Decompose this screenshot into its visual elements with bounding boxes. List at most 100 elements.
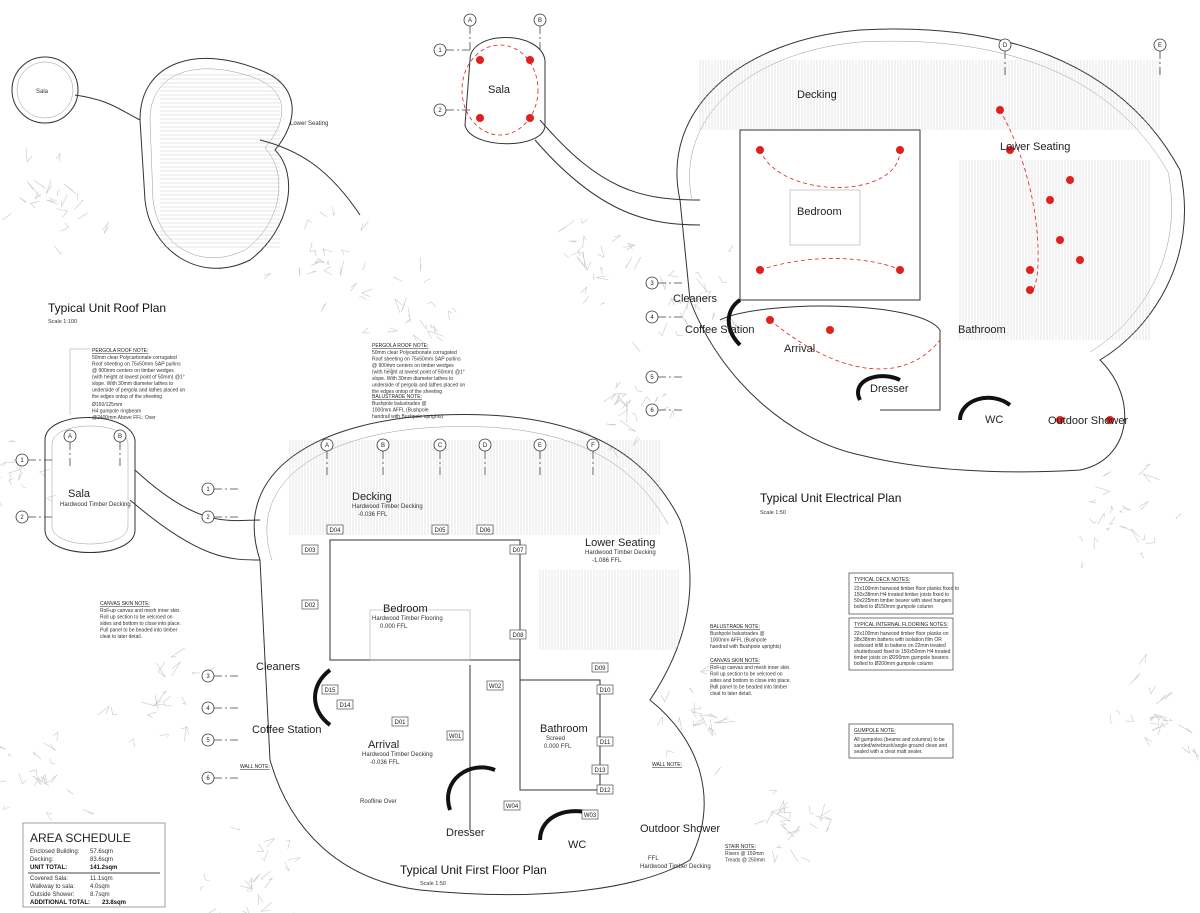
pergola-note-heading: PERGOLA ROOF NOTE: (92, 348, 148, 354)
light-fixture-icon (1026, 266, 1034, 274)
note-line: Bushpole balustrades @ (372, 401, 427, 407)
ff-room-cleaners: Cleaners (256, 661, 301, 673)
ff-room-outdoor-shower: Outdoor Shower (640, 823, 720, 835)
grid-label: 2 (20, 515, 24, 521)
grid-label: 1 (438, 48, 442, 54)
door-tag (321, 684, 339, 695)
grid-bubble (478, 438, 492, 452)
note-line: Bushpole balustrades @ (710, 631, 765, 637)
ff-sala-floor: Hardwood Timber Decking (60, 502, 131, 508)
decking-hatch (699, 60, 1160, 340)
grid-label: 4 (206, 706, 210, 712)
note-line: (with height at lowest point of 50mm) @1… (92, 375, 185, 381)
door-tag-label: D14 (339, 703, 351, 709)
note-line: Roll-up canvas and mesh inner skin. (100, 608, 181, 614)
note-line: underside of pergola and lathes placed o… (372, 383, 465, 389)
deck-notes-box (848, 572, 954, 615)
elec-room-coffee-station: Coffee Station (685, 324, 755, 336)
door-tag-label: D15 (324, 688, 336, 694)
note-line: Roof sheeting on 75x50mm SAP purlins (92, 362, 181, 368)
stair-note-heading: STAIR NOTE: (725, 844, 756, 850)
door-tag-label: D07 (512, 548, 524, 554)
electrical-fixtures (461, 44, 1114, 424)
roof-sala-label: Sala (36, 89, 49, 95)
grid-label: 3 (650, 281, 654, 287)
ff-room-bedroom: Bedroom (383, 603, 428, 615)
grid-bubble (201, 510, 215, 524)
light-fixture-icon (1006, 146, 1014, 154)
grid-label: 1 (20, 458, 24, 464)
additional-total-label: ADDITIONAL TOTAL: (30, 900, 90, 906)
note-line: 38x38mm battens with isolation film OR (854, 637, 942, 643)
note-line: Roll up section to be velcroed on (710, 672, 783, 678)
window-tag-label: W03 (584, 813, 597, 819)
ff-bathroom-floor: Screed (546, 736, 565, 742)
window-tag (486, 680, 504, 691)
note-line: underside of pergola and lathes placed o… (92, 388, 185, 394)
area-row-label: Covered Sala: (30, 876, 68, 882)
note-line: @2400mm Above FFL: Over (92, 415, 156, 421)
ff-sala-outline (44, 417, 136, 553)
area-row-value: 4.0sqm (90, 884, 110, 890)
pergola-roof-note-2: PERGOLA ROOF NOTE: 50mm clear Polycarbon… (372, 343, 465, 420)
electrical-plan-title: Typical Unit Electrical Plan (760, 491, 901, 505)
area-row-value: 11.1sqm (90, 876, 113, 882)
grid-label: D (1003, 43, 1008, 49)
note-line: isoboard infill to battens on 22mm treat… (854, 643, 946, 649)
grid-label: B (118, 434, 122, 440)
grid-label: A (325, 443, 329, 449)
light-fixture-icon (1066, 176, 1074, 184)
note-line: 22x100mm harwood timber floor planks on (854, 631, 949, 637)
note-line: Roll-up canvas and mesh inner skin. (710, 665, 791, 671)
ff-bedroom-level: 0.000 FFL (380, 624, 408, 630)
grid-label: 1 (206, 487, 210, 493)
window-tag-label: W04 (506, 804, 519, 810)
grid-label: 3 (206, 674, 210, 680)
window-tag (581, 809, 599, 820)
grid-bubble (645, 403, 659, 417)
grid-label: D (483, 443, 488, 449)
grid-bubble (201, 733, 215, 747)
light-fixture-icon (1056, 416, 1064, 424)
ff-outdoor-shower-floor: Hardwood Timber Decking (640, 864, 711, 870)
door-tag (326, 524, 344, 535)
grid-bubble (433, 103, 447, 117)
deck-notes-body: 22x100mm harwood timber floor planks fix… (854, 586, 959, 610)
ff-decking-floor: Hardwood Timber Decking (352, 504, 423, 510)
grid-bubble (463, 13, 477, 27)
grid-label: 2 (438, 108, 442, 114)
grid-bubble (15, 453, 29, 467)
door-tag (509, 629, 527, 640)
grid-bubble (998, 38, 1012, 52)
window-tag (503, 800, 521, 811)
note-line: Roof sheeting on 75x50mm SAP purlins (372, 357, 461, 363)
canvas-skin-note: CANVAS SKIN NOTE: Roll-up canvas and mes… (100, 601, 181, 640)
ff-room-wc: WC (568, 839, 586, 851)
ff-bedroom-floor: Hardwood Timber Flooring (372, 616, 443, 622)
light-fixture-icon (1046, 196, 1054, 204)
unit-total-label: UNIT TOTAL: (30, 865, 67, 871)
elec-room-wc: WC (985, 414, 1003, 426)
ff-bathroom-level: 0.000 FFL (544, 744, 572, 750)
pergola-note-body: 50mm clear Polycarbonate corrugatedRoof … (92, 355, 185, 400)
ff-lower-seating-level: -1.086 FFL (592, 558, 622, 564)
grid-label: E (1158, 43, 1162, 49)
window-tag (446, 730, 464, 741)
note-line: All gumpoles (beams and columns) to be (854, 737, 945, 743)
wall-note-heading: WALL NOTE: (240, 764, 270, 770)
notes-panel: TYPICAL DECK NOTES: 22x100mm harwood tim… (848, 572, 959, 759)
ff-arrival-level: -0.036 FFL (370, 760, 400, 766)
note-line: the edges ontop of the sheeting (372, 389, 442, 395)
note-line: shutterboard fixed to 150x50mm H4 treate… (854, 649, 951, 655)
note-line: 1000mm AFFL (Bushpole (710, 638, 767, 644)
ff-decking-hatch (289, 440, 679, 650)
ff-room-decking: Decking (352, 491, 392, 503)
area-schedule-box (22, 822, 166, 908)
door-tag (431, 524, 449, 535)
note-line: 22x100mm harwood timber floor planks fix… (854, 586, 959, 592)
note-line: 50x225mm timber bearer with steel hanger… (854, 598, 952, 604)
grid-label: B (381, 443, 385, 449)
